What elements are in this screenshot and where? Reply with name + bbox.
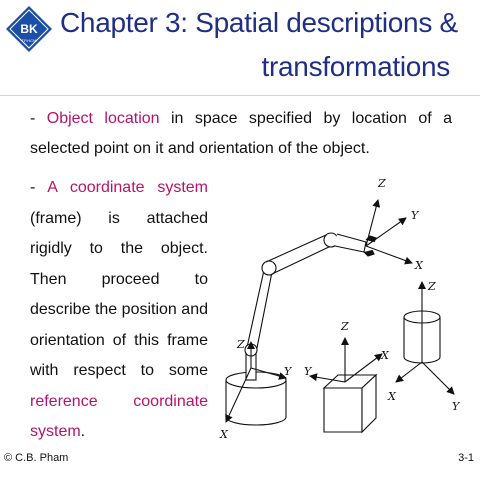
bullet-dash: - bbox=[30, 110, 47, 127]
cylinder-y-label: Y bbox=[452, 400, 461, 413]
cylinder-z-label: Z bbox=[427, 280, 436, 293]
gripper-z-label: Z bbox=[377, 177, 386, 190]
base-z-label: Z bbox=[236, 338, 245, 351]
gripper-y-label: Y bbox=[411, 209, 420, 222]
university-logo: BK TP.HCM bbox=[6, 6, 52, 52]
box-z-label: Z bbox=[340, 320, 349, 333]
paragraph-coordinate-system: - A coordinate system (frame) is attache… bbox=[30, 173, 208, 448]
title-line-2: transformations bbox=[261, 51, 451, 82]
paragraph2-end: . bbox=[80, 423, 86, 440]
logo-text: BK bbox=[20, 22, 38, 36]
footer-author: © C.B. Pham bbox=[4, 452, 69, 464]
paragraph1-text: in space specified by location of a sele… bbox=[30, 110, 453, 157]
robot-arm bbox=[244, 232, 377, 381]
base-y-label: Y bbox=[284, 365, 293, 378]
box-y-label: Y bbox=[304, 365, 313, 378]
cylinder-object bbox=[395, 281, 455, 395]
robot-frames-figure: Z Y X Z Y X Z Y X Z X Y bbox=[219, 177, 461, 441]
base-frame bbox=[225, 341, 287, 423]
gripper-frame bbox=[365, 199, 413, 265]
title-divider bbox=[0, 95, 480, 96]
highlight-object-location: Object location bbox=[46, 110, 160, 127]
title-line-1: Chapter 3: Spatial descriptions & bbox=[60, 7, 458, 38]
page-number: 3-1 bbox=[458, 452, 474, 464]
highlight-coordinate-system: A coordinate system bbox=[47, 179, 208, 196]
bullet-dash: - bbox=[30, 179, 48, 196]
paragraph2-text: (frame) is attached rigidly to the objec… bbox=[30, 209, 208, 380]
box-object bbox=[309, 337, 383, 434]
highlight-reference-system: reference coordinate system bbox=[30, 392, 208, 441]
gripper-x-label: X bbox=[414, 259, 424, 272]
paragraph-object-location: - Object location in space specified by … bbox=[30, 104, 452, 164]
base-x-label: X bbox=[219, 428, 229, 441]
logo-subtext: TP.HCM bbox=[22, 38, 37, 43]
box-x-label: X bbox=[380, 349, 390, 362]
cylinder-x-label: X bbox=[387, 390, 397, 403]
slide-title: Chapter 3: Spatial descriptions & transf… bbox=[60, 6, 458, 84]
